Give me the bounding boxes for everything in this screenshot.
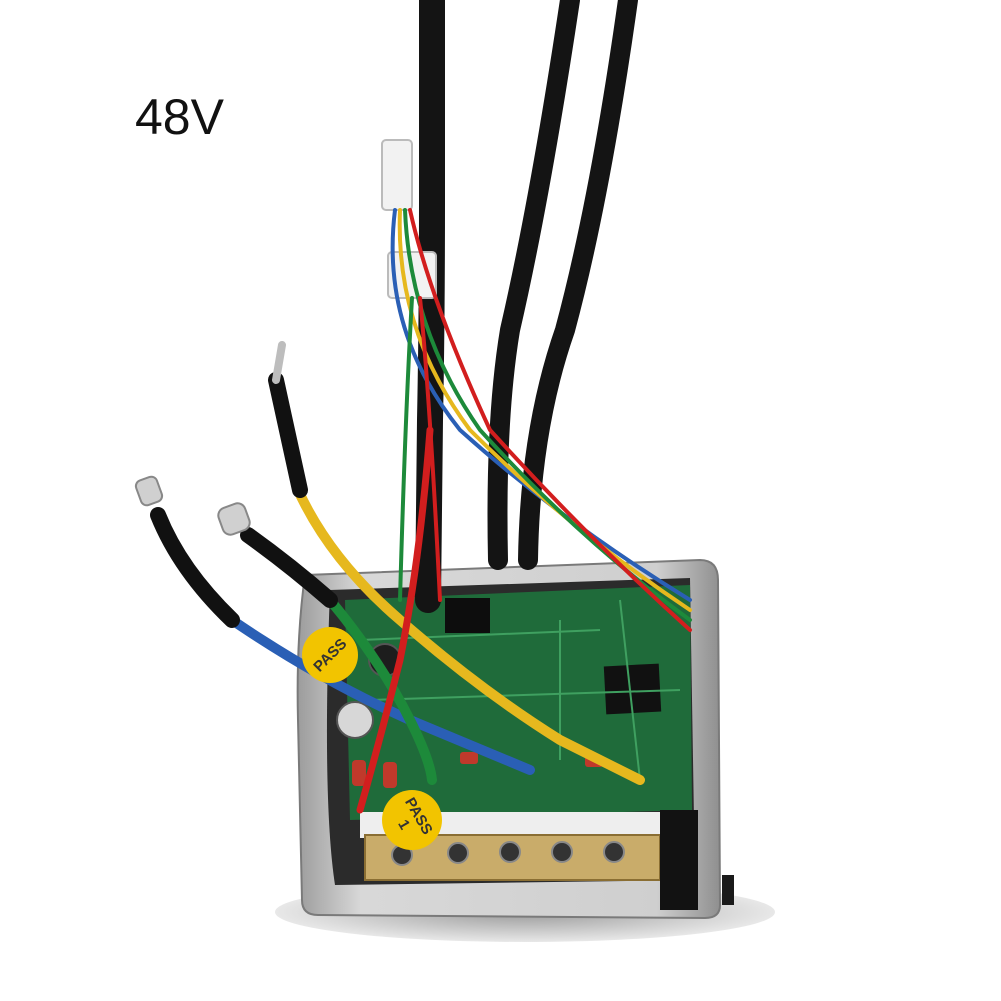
wire-yellow xyxy=(293,485,645,785)
wire-yellow-terminal xyxy=(272,341,286,384)
side-bracket xyxy=(660,810,698,910)
wire-green-sleeve xyxy=(240,527,338,608)
cable-middle xyxy=(487,0,580,570)
pcb-traces xyxy=(359,599,681,781)
mosfet-component xyxy=(445,598,490,633)
wire-green-terminal xyxy=(217,502,251,536)
wire-yellow-sleeve xyxy=(268,372,308,498)
signal-wires xyxy=(390,208,692,632)
microcontroller-chip xyxy=(603,663,662,715)
pass-sticker-bottom: PASS 1 xyxy=(382,790,442,850)
wire-blue-terminal xyxy=(134,475,164,507)
pass-sticker-left: PASS xyxy=(302,627,358,683)
wire-blue-sleeve xyxy=(150,507,240,628)
cable-right xyxy=(518,0,638,570)
connector-upper xyxy=(381,139,413,211)
wire-green xyxy=(325,595,437,785)
voltage-label: 48V xyxy=(135,89,224,145)
cable-main-left xyxy=(415,0,445,613)
wire-red xyxy=(356,426,434,814)
side-switch xyxy=(722,875,734,905)
